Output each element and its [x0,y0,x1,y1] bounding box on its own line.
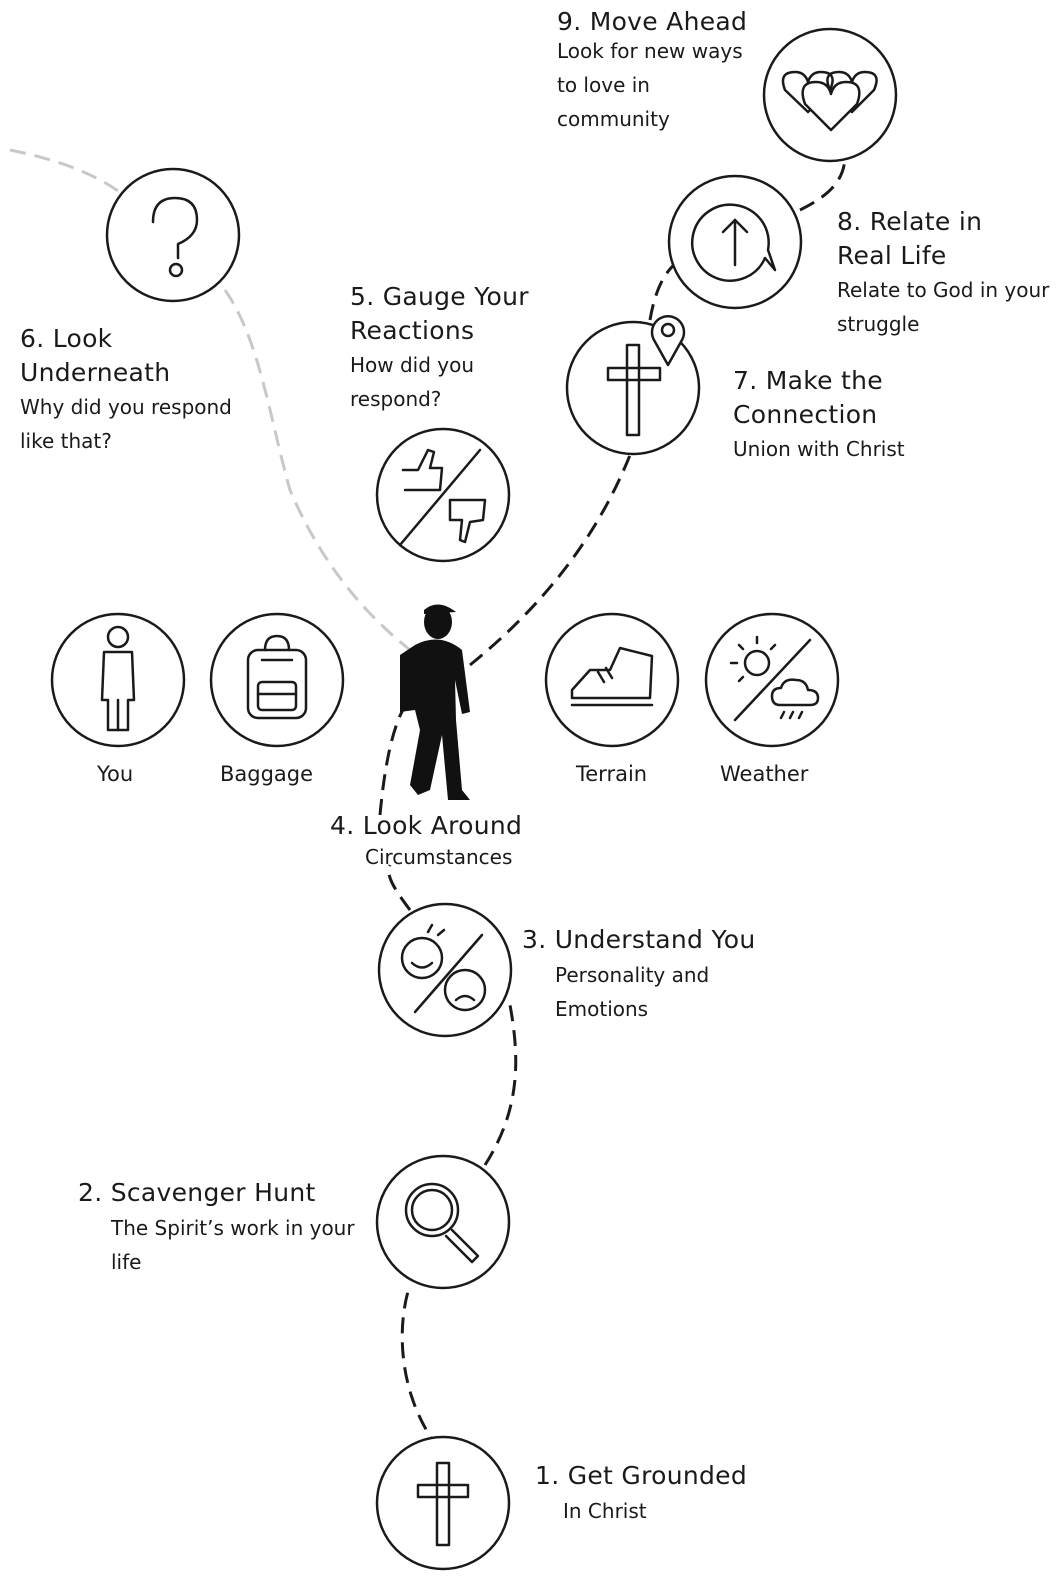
weather-icon [704,612,840,748]
step-7-subtitle: Union with Christ [733,437,905,461]
step-9-subtitle: Look for new ways to love in community [557,39,743,131]
step-6-subtitle: Why did you respond like that? [20,395,232,453]
step-1-title: 1. Get Grounded [535,1461,748,1490]
step-1-subtitle: In Christ [563,1499,647,1523]
step-6-title: 6. Look Underneath [20,324,171,387]
step-5-title: 5. Gauge Your Reactions [350,282,529,345]
step-7-label: 7. Make the Connection Union with Christ [733,364,973,466]
step-3-icon [377,902,513,1038]
main-path [378,154,847,1451]
step-7-icon [565,315,701,456]
baggage-label: Baggage [220,762,314,786]
step-9-icon [762,27,898,163]
step-4-title: 4. Look Around [330,811,523,840]
step-8-subtitle: Relate to God in your struggle [837,278,1050,336]
step-9-title: 9. Move Ahead [557,7,748,36]
step-6-label: 6. Look Underneath Why did you respond l… [20,322,260,458]
step-1-icon [375,1435,511,1571]
faded-path [9,148,411,652]
step-2-subtitle: The Spirit’s work in your life [111,1216,355,1274]
step-6-icon [105,167,241,303]
step-7-title: 7. Make the Connection [733,366,883,429]
step-4-label: 4. Look Around Circumstances [330,813,610,874]
step-3-title: 3. Understand You [522,925,756,954]
step-3-label: 3. Understand You Personality and Emotio… [522,927,822,1026]
you-label: You [97,762,134,786]
terrain-label: Terrain [576,762,648,786]
weather-label: Weather [720,762,809,786]
step-5-label: 5. Gauge Your Reactions How did you resp… [350,280,570,416]
step-5-subtitle: How did you respond? [350,353,475,411]
step-5-icon [375,427,511,563]
step-2-icon [375,1154,511,1290]
hiker-icon [400,604,470,800]
step-1-label: 1. Get Grounded In Christ [535,1463,835,1528]
step-9-label: 9. Move Ahead Look for new ways to love … [557,9,777,136]
step-2-title: 2. Scavenger Hunt [78,1178,316,1207]
step-4-subtitle: Circumstances [365,845,513,869]
you-icon [50,612,186,748]
step-8-label: 8. Relate in Real Life Relate to God in … [837,205,1052,341]
step-3-subtitle: Personality and Emotions [555,963,710,1021]
step-8-title: 8. Relate in Real Life [837,207,983,270]
step-8-icon [667,174,803,310]
baggage-icon [209,612,345,748]
step-2-label: 2. Scavenger Hunt The Spirit’s work in y… [78,1180,378,1279]
terrain-icon [544,612,680,748]
